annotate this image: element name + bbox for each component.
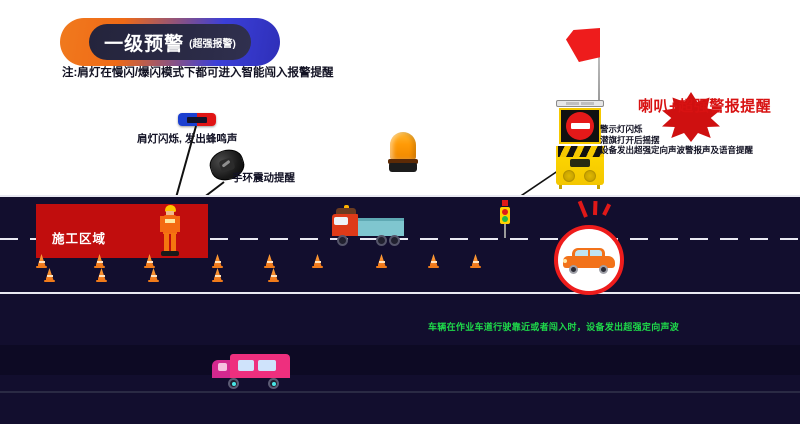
car-wheel <box>569 265 578 274</box>
traffic-cone-icon <box>470 254 481 268</box>
worker-vest-stripe <box>165 219 175 223</box>
amber-beacon-icon <box>388 132 418 172</box>
worker-torso <box>163 215 177 234</box>
device-strobe-bar <box>556 100 604 107</box>
traffic-cone-icon <box>36 254 47 268</box>
beacon-dome <box>390 132 416 160</box>
signal-head <box>500 207 510 224</box>
signal-top-light <box>502 200 508 206</box>
traffic-signal-icon <box>500 200 510 238</box>
shoulder-lamp-chip <box>187 117 207 123</box>
device-note-line: 设备发出超强定向声波警报声及语音提醒 <box>600 145 754 155</box>
lane-divider-dashed <box>0 238 800 240</box>
shoulder-lamp-label: 肩灯闪烁, 发出蜂鸣声 <box>137 133 238 145</box>
van-side-window <box>258 360 276 371</box>
device-body <box>556 157 604 185</box>
beacon-ring <box>388 159 418 164</box>
alert-level-badge: 一级预警 (超强报警) <box>60 18 280 66</box>
worker-arm-right <box>176 216 180 232</box>
van-wheel <box>268 378 279 389</box>
car-headlight <box>563 259 567 263</box>
traffic-cone-icon <box>96 268 107 282</box>
shoulder-lamp-icon <box>178 113 216 126</box>
traffic-cone-icon <box>212 268 223 282</box>
red-flag-icon <box>566 28 600 62</box>
beacon-base <box>389 163 417 172</box>
warning-display-device-icon <box>556 100 604 189</box>
wristband-label: 手环震动提醒 <box>232 172 295 184</box>
traffic-cone-icon <box>148 268 159 282</box>
truck-wheel <box>337 235 348 246</box>
worker-face <box>166 211 174 216</box>
alert-level-subtitle: (超强报警) <box>189 38 236 50</box>
device-hazard-stripe <box>556 146 604 158</box>
signal-red-light <box>502 209 508 215</box>
van-front-window <box>218 363 227 371</box>
van-side-window <box>238 360 254 371</box>
alert-level-badge-inner: 一级预警 (超强报警) <box>89 24 251 60</box>
worker-helmet <box>165 205 176 212</box>
device-strobe-lamp <box>581 102 594 105</box>
worker-shoes <box>161 251 179 256</box>
van-wheel <box>228 378 239 389</box>
truck-wheel <box>389 235 400 246</box>
signal-pole <box>504 224 506 238</box>
traffic-cone-icon <box>94 254 105 268</box>
pink-van-icon <box>212 352 290 389</box>
device-legs <box>558 185 602 189</box>
traffic-cone-icon <box>264 254 275 268</box>
impact-burst-icon <box>577 200 612 222</box>
device-note-line: 潜旗打开后摇摆 <box>600 134 660 145</box>
worker-leg-right <box>171 233 176 252</box>
no-entry-icon <box>566 112 594 140</box>
device-note-line: 警示灯闪烁 <box>600 124 643 134</box>
traffic-cone-icon <box>312 254 323 268</box>
road-shoulder-band <box>0 345 800 375</box>
device-speaker-left <box>563 170 575 182</box>
device-no-entry-screen <box>559 108 601 144</box>
alert-headline: 喇叭+超强警报提醒 <box>638 98 772 115</box>
truck-beacon-light <box>344 205 349 210</box>
truck-wheel <box>376 235 387 246</box>
note-text: 注:肩灯在慢闪/爆闪模式下都可进入智能闯入报警提醒 <box>62 67 334 79</box>
traffic-cone-icon <box>144 254 155 268</box>
traffic-cone-icon <box>376 254 387 268</box>
traffic-cone-icon <box>212 254 223 268</box>
intruding-car-highlight <box>554 225 624 295</box>
device-speaker-right <box>584 170 596 182</box>
intruding-car-icon <box>563 247 615 274</box>
scrolling-status-text: 车辆在作业车道行驶靠近或者闯入时，设备发出超强定向声波 <box>428 322 680 332</box>
signal-green-light <box>502 216 508 222</box>
flag-pole <box>598 30 600 102</box>
road-top-edge <box>0 195 800 197</box>
lane-divider-solid <box>0 292 800 294</box>
truck-bed-rail <box>358 218 404 221</box>
construction-zone-label: 施工区域 <box>52 232 107 246</box>
road-bottom-edge <box>0 391 800 393</box>
road-worker-icon <box>160 205 180 257</box>
worker-leg-left <box>164 233 169 252</box>
truck-cab-top <box>336 208 356 217</box>
worker-arm-left <box>160 216 164 232</box>
car-glass-divider <box>588 250 590 257</box>
alert-level-title: 一级预警 <box>104 33 185 55</box>
device-strobe-lamp <box>566 102 579 105</box>
device-notes: 警示灯闪烁 潜旗打开后摇摆 设备发出超强定向声波警报声及语音提醒 <box>600 124 753 156</box>
device-control-panel <box>570 159 590 167</box>
traffic-cone-icon <box>428 254 439 268</box>
traffic-cone-icon <box>268 268 279 282</box>
truck-window <box>334 217 348 225</box>
truck-bed <box>358 218 404 236</box>
work-truck-icon <box>332 205 404 246</box>
traffic-cone-icon <box>44 268 55 282</box>
car-wheel <box>599 265 608 274</box>
